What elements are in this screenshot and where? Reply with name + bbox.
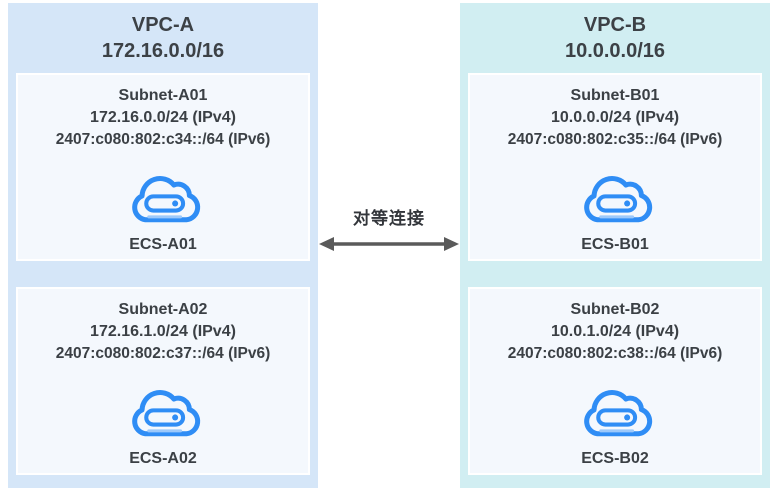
subnet-b01-card: Subnet-B01 10.0.0.0/24 (IPv4) 2407:c080:… — [468, 73, 762, 261]
ecs-instance-name: ECS-A01 — [129, 236, 197, 253]
vpc-a-cidr: 172.16.0.0/16 — [101, 40, 225, 62]
ecs-cloud-icon — [121, 381, 205, 443]
ecs-cloud-icon — [121, 167, 205, 229]
vpc-b-name: VPC-B — [583, 14, 647, 36]
ecs-instance-name: ECS-B02 — [581, 450, 649, 467]
vpc-b-panel: VPC-B 10.0.0.0/16 Subnet-B01 10.0.0.0/24… — [460, 3, 770, 488]
vpc-a-name: VPC-A — [131, 14, 195, 36]
subnet-ipv6-cidr: 2407:c080:802:c37::/64 (IPv6) — [55, 345, 271, 362]
subnet-ipv6-cidr: 2407:c080:802:c38::/64 (IPv6) — [507, 345, 723, 362]
subnet-name: Subnet-B01 — [570, 87, 660, 104]
subnet-name: Subnet-A02 — [118, 301, 208, 318]
double-arrow-icon — [318, 235, 460, 253]
vpc-a-panel: VPC-A 172.16.0.0/16 Subnet-A01 172.16.0.… — [8, 3, 318, 488]
subnet-ipv4-cidr: 172.16.0.0/24 (IPv4) — [90, 109, 236, 126]
subnet-a02-card: Subnet-A02 172.16.1.0/24 (IPv4) 2407:c08… — [16, 287, 310, 475]
ecs-instance-name: ECS-B01 — [581, 236, 649, 253]
vpc-a-title: VPC-A 172.16.0.0/16 — [8, 3, 318, 64]
vpc-b-title: VPC-B 10.0.0.0/16 — [460, 3, 770, 64]
subnet-ipv4-cidr: 172.16.1.0/24 (IPv4) — [90, 323, 236, 340]
ecs-cloud-icon — [573, 167, 657, 229]
subnet-a01-card: Subnet-A01 172.16.0.0/24 (IPv4) 2407:c08… — [16, 73, 310, 261]
subnet-ipv6-cidr: 2407:c080:802:c35::/64 (IPv6) — [507, 131, 723, 148]
peering-connection-label: 对等连接 — [353, 209, 425, 228]
subnet-ipv4-cidr: 10.0.1.0/24 (IPv4) — [550, 323, 680, 340]
subnet-ipv4-cidr: 10.0.0.0/24 (IPv4) — [550, 109, 680, 126]
subnet-name: Subnet-B02 — [570, 301, 660, 318]
subnet-b02-card: Subnet-B02 10.0.1.0/24 (IPv4) 2407:c080:… — [468, 287, 762, 475]
ecs-instance-name: ECS-A02 — [129, 450, 197, 467]
subnet-ipv6-cidr: 2407:c080:802:c34::/64 (IPv6) — [55, 131, 271, 148]
vpc-b-cidr: 10.0.0.0/16 — [564, 40, 666, 62]
subnet-name: Subnet-A01 — [118, 87, 208, 104]
ecs-cloud-icon — [573, 381, 657, 443]
peering-connection: 对等连接 — [318, 0, 460, 490]
